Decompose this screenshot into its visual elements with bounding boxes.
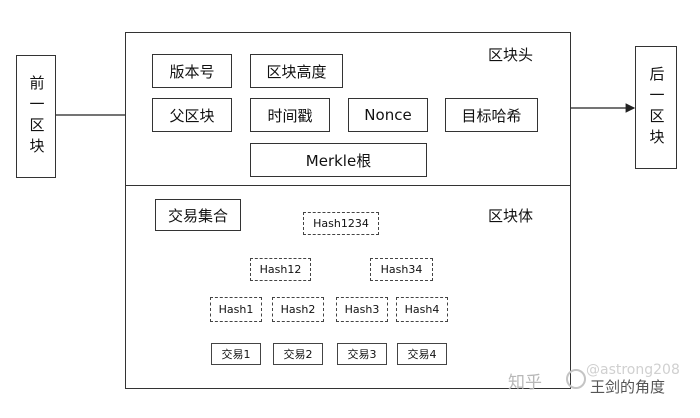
hash3-node: Hash3 [336, 297, 388, 322]
tx1-node: 交易1 [211, 343, 261, 365]
hash4-node: Hash4 [396, 297, 448, 322]
merkle-root-field: Merkle根 [250, 143, 427, 177]
watermark-site: 知乎 [508, 373, 542, 393]
hash34-node: Hash34 [370, 258, 433, 281]
prev-block: 前一区块 [16, 55, 56, 178]
height-field: 区块高度 [250, 54, 343, 88]
header-title: 区块头 [488, 46, 534, 64]
next-block: 后一区块 [635, 46, 677, 169]
version-field: 版本号 [152, 54, 232, 88]
hash1-node: Hash1 [210, 297, 262, 322]
tx3-node: 交易3 [337, 343, 387, 365]
hash2-node: Hash2 [272, 297, 324, 322]
merkle-root-node: Hash1234 [303, 212, 379, 235]
watermark-author: 王剑的角度 [590, 378, 666, 396]
nonce-field: Nonce [348, 98, 428, 132]
target-hash-field: 目标哈希 [445, 98, 538, 132]
watermark-username: @astrong208 [586, 362, 680, 378]
watermark-logo-icon [566, 369, 586, 389]
body-title: 区块体 [488, 207, 534, 225]
next-block-label: 后一区块 [647, 65, 666, 150]
tx2-node: 交易2 [273, 343, 323, 365]
parent-field: 父区块 [152, 98, 232, 132]
transaction-set: 交易集合 [155, 199, 241, 231]
tx4-node: 交易4 [397, 343, 447, 365]
prev-block-label: 前一区块 [27, 74, 46, 159]
timestamp-field: 时间戳 [250, 98, 330, 132]
hash12-node: Hash12 [250, 258, 311, 281]
